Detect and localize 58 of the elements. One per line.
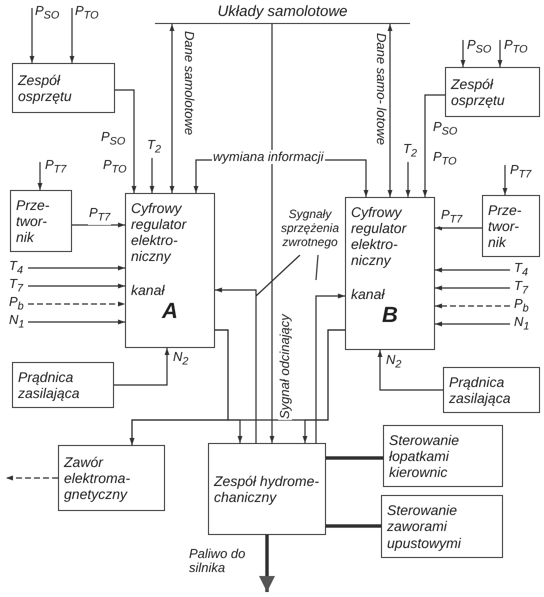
arrow [28, 320, 125, 324]
process-box: Zawór elektroma- gnetyczny [58, 445, 165, 511]
bus-line: Układy samolotowe [155, 2, 410, 24]
process-box: Sterowanie zaworami upustowymi [381, 495, 503, 558]
arrow [498, 40, 502, 67]
arrow [170, 24, 174, 193]
arrow [435, 226, 482, 230]
arrow [38, 162, 42, 190]
connector-line [326, 524, 381, 528]
arrow [115, 89, 136, 193]
arrow [435, 286, 510, 290]
edge-label: P$_{T7}$ [440, 208, 464, 226]
arrow [378, 350, 443, 391]
channel-letter: A [160, 298, 179, 324]
arrow [422, 94, 445, 197]
process-box: Sterowanie łopatkami kierownic [383, 425, 503, 487]
arrow [28, 302, 125, 306]
edge-label: P$_{T7}$ [88, 206, 112, 224]
arrow [70, 8, 74, 63]
arrow [130, 329, 345, 445]
edge-label: wymiana informacji [212, 150, 325, 164]
leader-line [256, 254, 300, 296]
arrow [114, 348, 170, 386]
arrow [28, 266, 125, 270]
arrow [150, 158, 154, 193]
arrow [28, 284, 125, 288]
arrow [259, 535, 275, 592]
arrow [388, 24, 392, 197]
channel-letter: B [381, 302, 399, 328]
arrow [270, 24, 274, 443]
process-box: Prze- twor- nik [482, 195, 540, 257]
arrow [435, 268, 510, 272]
arrow [502, 165, 508, 195]
process-box [345, 197, 435, 350]
arrow [406, 162, 410, 197]
process-box [125, 193, 215, 348]
connector-line [326, 456, 383, 460]
process-box: Prze- twor- nik [10, 190, 72, 252]
leader-line [315, 254, 319, 280]
arrow [6, 476, 58, 480]
process-box: Zespół osprzętu [12, 63, 115, 113]
box-text: kanał [351, 286, 386, 302]
box-text: kanał [131, 282, 166, 298]
process-box: Zespół hydrome- chaniczny [208, 443, 326, 535]
arrow [30, 8, 34, 63]
box-title: Cyfrowy regulator elektro- niczny [351, 204, 408, 268]
process-box: Prądnica zasilająca [443, 367, 540, 413]
edge-label: Sygnał odcinający [278, 313, 292, 420]
arrow [315, 294, 345, 443]
arrow [460, 40, 466, 67]
arrow [435, 322, 510, 326]
process-box: Prądnica zasilająca [12, 362, 114, 408]
arrow [435, 304, 510, 308]
box-title: Cyfrowy regulator elektro- niczny [131, 200, 188, 264]
arrow [215, 329, 242, 443]
arrow [215, 288, 257, 443]
arrow [72, 222, 125, 228]
process-box: Zespół osprzętu [445, 67, 540, 117]
